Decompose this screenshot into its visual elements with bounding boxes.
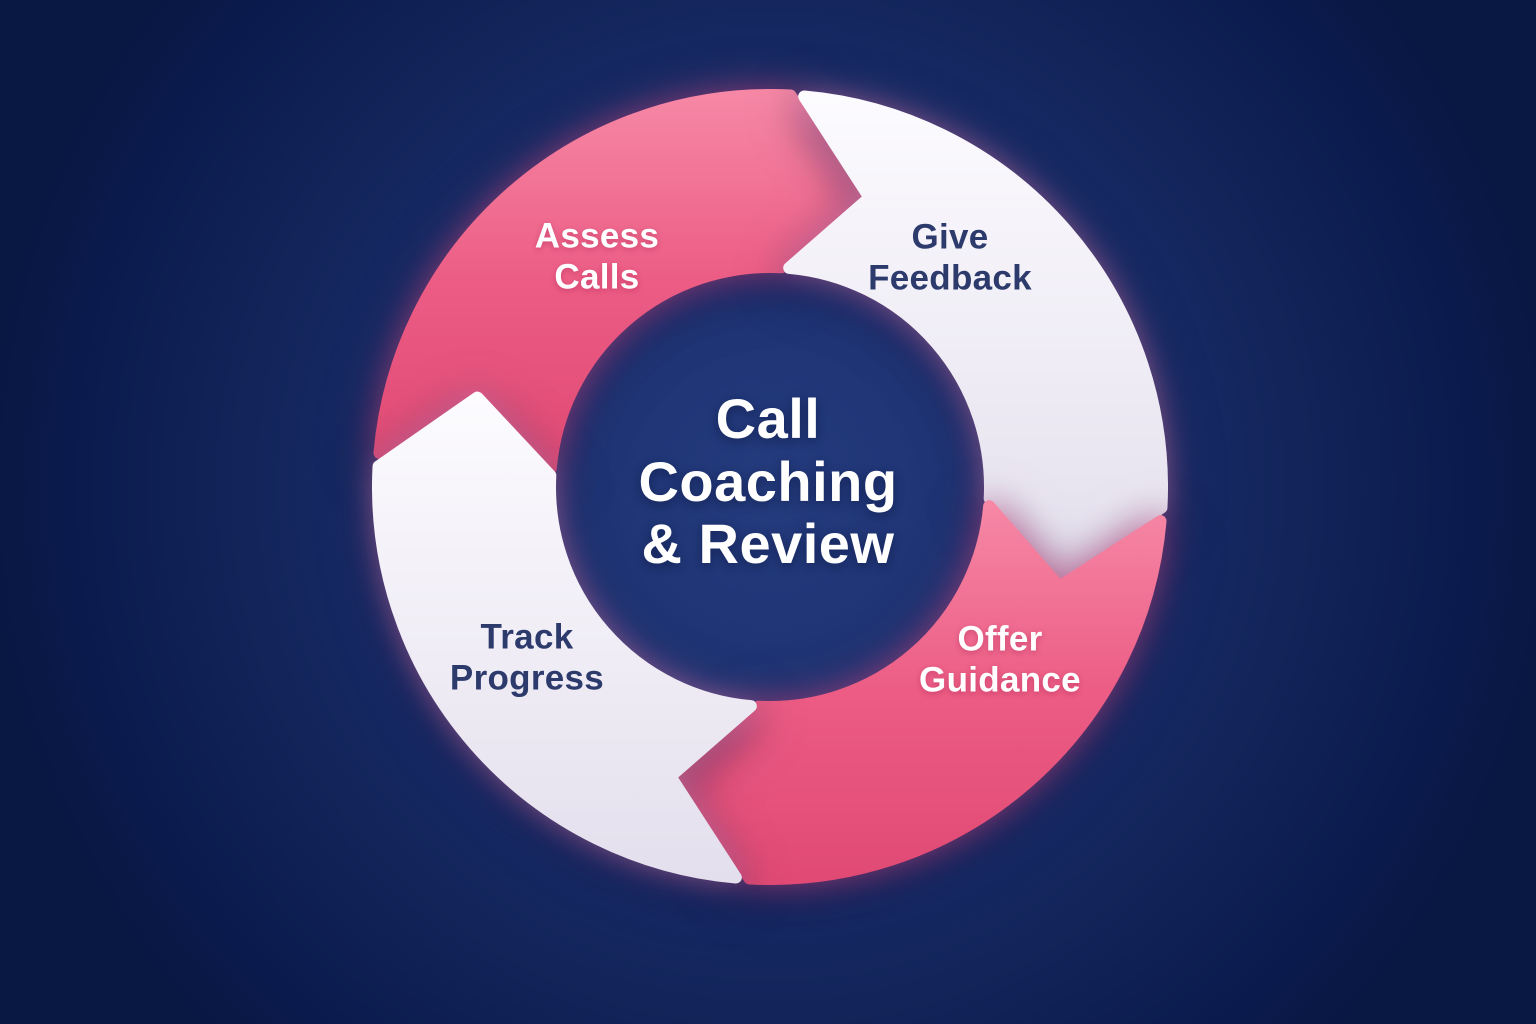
diagram-title: Call Coaching & Review: [638, 386, 898, 576]
segment-arrow-offer-guidance: [674, 500, 1167, 885]
segment-label-offer-guidance: Offer Guidance: [919, 619, 1081, 700]
segment-label-track-progress: Track Progress: [449, 617, 605, 698]
segment-arrow-give-feedback: [783, 90, 1168, 583]
segment-label-assess-calls: Assess Calls: [534, 216, 660, 297]
segment-arrow-track-progress: [372, 391, 757, 884]
segment-arrow-assess-calls: [373, 89, 866, 474]
cycle-segments: [372, 89, 1168, 885]
segment-label-give-feedback: Give Feedback: [868, 217, 1032, 298]
